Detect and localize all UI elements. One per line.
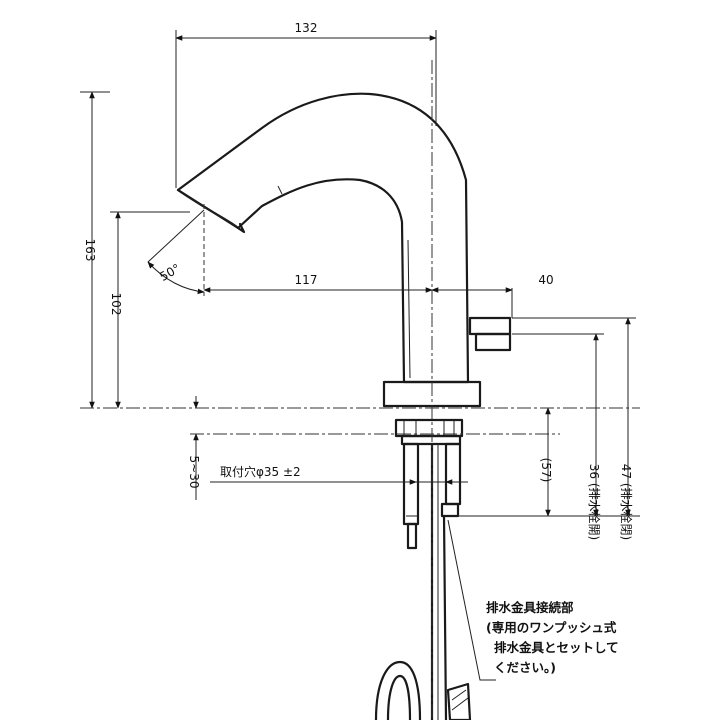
dim-overall-width: 132 bbox=[295, 21, 318, 35]
dim-spout-angle: 50° bbox=[157, 261, 182, 284]
note-line-2: (専用のワンプッシュ式 bbox=[486, 620, 617, 635]
dim-drain-stroke-a: 36 (排水栓開) bbox=[587, 464, 602, 540]
dim-mount-hole: 取付穴φ35 ±2 bbox=[220, 464, 301, 479]
reference-lines bbox=[80, 30, 640, 720]
dim-drain-ref: (57) bbox=[539, 458, 553, 483]
dim-drain-stroke-b: 47 (排水栓閉) bbox=[619, 464, 634, 540]
side-valve-lower bbox=[474, 332, 512, 352]
side-valve bbox=[468, 316, 512, 336]
dimension-lines bbox=[89, 35, 640, 681]
dim-spout-reach: 117 bbox=[295, 273, 318, 287]
note-line-4: ください。) bbox=[494, 660, 556, 675]
drain-note: 排水金具接続部 (専用のワンプッシュ式 排水金具とセットして ください。) bbox=[486, 600, 619, 675]
note-line-1: 排水金具接続部 bbox=[486, 600, 574, 615]
dim-valve-offset: 40 bbox=[538, 273, 553, 287]
dim-overall-height: 163 bbox=[83, 239, 97, 262]
spout-outline bbox=[176, 92, 470, 384]
note-line-3: 排水金具とセットして bbox=[494, 640, 619, 655]
faucet-body bbox=[176, 92, 512, 720]
dimension-labels: 132 163 102 117 40 50° 5~30 取付穴φ35 ±2 (5… bbox=[83, 21, 634, 540]
dim-spout-height: 102 bbox=[109, 293, 123, 316]
dim-mount-thickness: 5~30 bbox=[187, 456, 201, 489]
